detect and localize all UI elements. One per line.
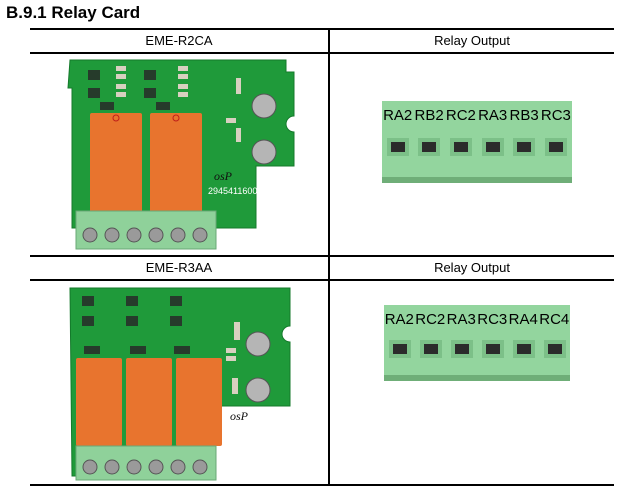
section-title: B.9.1 Relay Card [6,3,141,22]
terminal-label: RA2 [384,311,414,328]
model-header: EME-R3AA [145,260,213,275]
terminal-slot [450,138,473,156]
board-marking: OS [269,186,285,198]
table-header-border [30,279,614,281]
terminal-slot [419,340,442,358]
table-bottom-border [30,484,614,486]
board-marking: OS [278,426,291,436]
table-column-divider [328,28,330,486]
relay-card-photo-r2ca: 2945411600 OS osP [67,59,295,250]
terminal-slot [386,138,409,156]
part-number: 2945412100 [226,426,276,436]
terminal-label: RC3 [477,311,508,328]
table-header-border [30,52,614,54]
relay-rly3 [176,358,222,446]
relay-output-header: Relay Output [434,260,510,275]
terminal-label: RA3 [446,311,476,328]
table-row-border [30,255,614,257]
terminal-slot [450,340,473,358]
terminal-label: RA2 [383,107,413,124]
terminal-label: RC2 [415,311,446,328]
terminal-slot [481,138,504,156]
terminal-slot [512,340,535,358]
relay-rly1 [150,113,202,213]
terminal-slot [545,138,568,156]
terminal-slot [513,138,536,156]
terminal-slot [388,340,411,358]
part-number: 2945411600 [208,186,257,196]
terminal-label: RA4 [508,311,538,328]
handwritten-mark: osP [230,409,249,423]
terminal-label: RB2 [414,107,444,124]
relay-rly1 [76,358,122,446]
terminal-slot [418,138,441,156]
terminal-label: RA3 [478,107,508,124]
terminal-slot [481,340,504,358]
relay-rly2 [126,358,172,446]
relay-output-header: Relay Output [434,33,510,48]
terminal-slot [543,340,566,358]
relay-card-photo-r3aa: 2945412100 OS osP [69,287,291,481]
terminal-block-r3aa: RA2 RC2 RA3 RC3 RA4 RC4 [384,305,570,381]
model-header: EME-R2CA [145,33,213,48]
terminal-label: RC3 [540,107,571,124]
terminal-label: RC4 [539,311,570,328]
table-top-border [30,28,614,30]
terminal-label: RB3 [509,107,539,124]
relay-rly2 [90,113,142,213]
handwritten-mark: osP [214,169,233,183]
terminal-labels: RA2 RC2 RA3 RC3 RA4 RC4 [384,305,570,328]
terminal-labels: RA2 RB2 RC2 RA3 RB3 RC3 [382,101,572,124]
terminal-block-r2ca: RA2 RB2 RC2 RA3 RB3 RC3 [382,101,572,183]
terminal-label: RC2 [445,107,476,124]
